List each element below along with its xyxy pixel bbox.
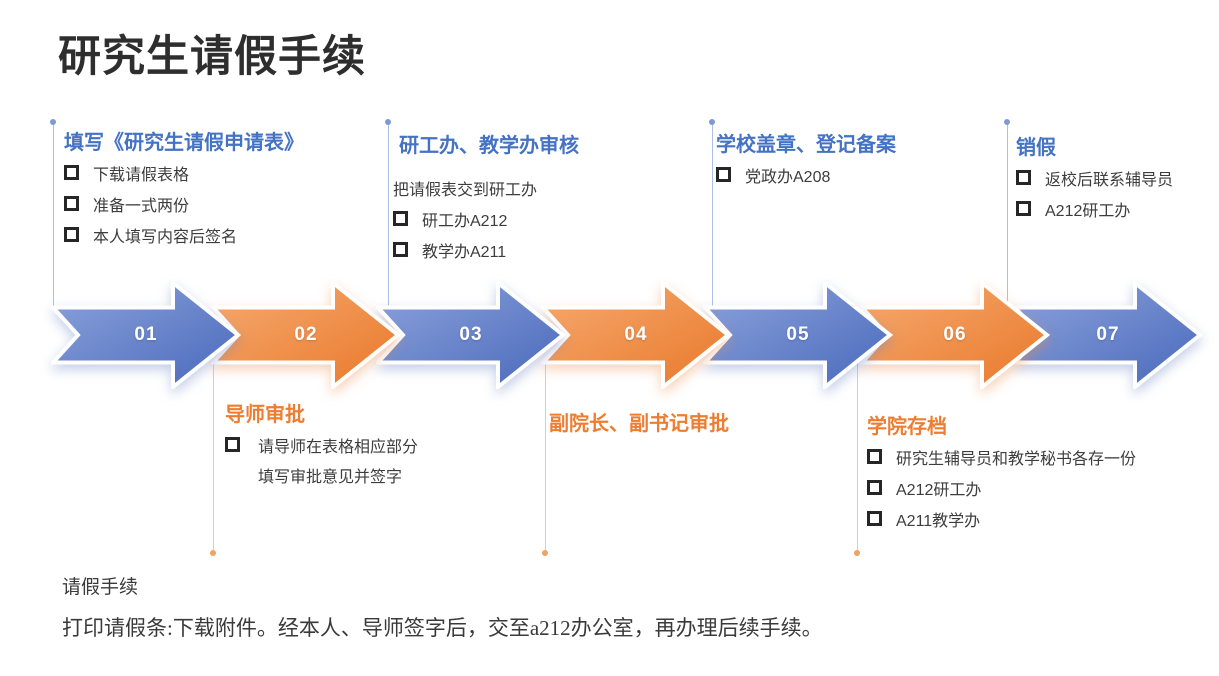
list-item-label: A211教学办	[896, 512, 981, 530]
arrow-shape	[51, 281, 241, 389]
connector-line-step7	[1007, 122, 1008, 308]
list-item-label: 教学办A211	[422, 243, 507, 261]
step-block-1: 填写《研究生请假申请表》 下载请假表格 准备一式两份 本人填写内容后签名	[64, 130, 304, 250]
square-bullet-icon	[64, 165, 79, 180]
step-block-4: 副院长、副书记审批	[549, 411, 729, 438]
list-item: 研工办A212	[393, 203, 579, 234]
square-bullet-icon	[393, 211, 408, 226]
step7-heading: 销假	[1016, 137, 1056, 159]
square-bullet-icon	[64, 227, 79, 242]
step2-list: 请导师在表格相应部分	[225, 429, 418, 460]
list-item-label: A212研工办	[896, 481, 982, 499]
connector-dot-step1	[50, 119, 56, 125]
process-arrow-1: 01	[51, 281, 241, 389]
square-bullet-icon	[867, 511, 882, 526]
step5-heading: 学校盖章、登记备案	[716, 134, 896, 156]
list-item-label: 下载请假表格	[93, 166, 190, 184]
arrow-shape	[376, 281, 566, 389]
list-item-label: 请导师在表格相应部分	[258, 438, 419, 456]
process-arrow-4: 04	[541, 281, 731, 389]
square-bullet-icon	[867, 449, 882, 464]
connector-dot-step4	[542, 550, 548, 556]
connector-line-step3	[388, 122, 389, 308]
connector-dot-step5	[709, 119, 715, 125]
step4-heading: 副院长、副书记审批	[549, 413, 729, 435]
step6-list: 研究生辅导员和教学秘书各存一份 A212研工办 A211教学办	[867, 441, 1136, 534]
list-item: 党政办A208	[716, 159, 896, 190]
list-item: A212研工办	[867, 472, 1136, 503]
connector-dot-step2	[210, 550, 216, 556]
square-bullet-icon	[1016, 201, 1031, 216]
connector-line-step4	[545, 363, 546, 553]
list-item: 本人填写内容后签名	[64, 219, 304, 250]
footer-note-title: 请假手续	[62, 577, 139, 598]
step-number: 06	[943, 324, 967, 345]
step3-heading: 研工办、教学办审核	[399, 135, 579, 157]
list-item-label: 准备一式两份	[93, 197, 190, 215]
process-arrow-5: 05	[703, 281, 893, 389]
square-bullet-icon	[867, 480, 882, 495]
step-block-6: 学院存档 研究生辅导员和教学秘书各存一份 A212研工办 A211教学办	[867, 414, 1136, 534]
step-number: 01	[134, 324, 158, 345]
list-item: 准备一式两份	[64, 188, 304, 219]
footer-note-detail: 打印请假条:下载附件。经本人、导师签字后，交至a212办公室，再办理后续手续。	[62, 616, 823, 640]
step5-list: 党政办A208	[716, 159, 896, 190]
step-number: 03	[459, 324, 483, 345]
step-number: 05	[786, 324, 810, 345]
step-number: 02	[294, 324, 318, 345]
list-item: 研究生辅导员和教学秘书各存一份	[867, 441, 1136, 472]
step-number: 04	[624, 324, 648, 345]
connector-line-step1	[53, 122, 54, 308]
step-block-7: 销假 返校后联系辅导员 A212研工办	[1016, 135, 1173, 224]
step1-list: 下载请假表格 准备一式两份 本人填写内容后签名	[64, 157, 304, 250]
process-arrow-3: 03	[376, 281, 566, 389]
arrow-shape	[703, 281, 893, 389]
connector-line-step6	[857, 363, 858, 553]
connector-line-step2	[213, 363, 214, 553]
list-item-label: 本人填写内容后签名	[93, 228, 238, 246]
page-title: 研究生请假手续	[58, 33, 366, 81]
square-bullet-icon	[393, 242, 408, 257]
list-item: 教学办A211	[393, 234, 579, 265]
list-item-label: 返校后联系辅导员	[1045, 171, 1174, 189]
list-item: 请导师在表格相应部分	[225, 429, 418, 460]
list-item: A212研工办	[1016, 193, 1173, 224]
step1-heading: 填写《研究生请假申请表》	[64, 132, 304, 154]
list-item: A211教学办	[867, 503, 1136, 534]
connector-dot-step6	[854, 550, 860, 556]
square-bullet-icon	[64, 196, 79, 211]
step-number: 07	[1096, 324, 1120, 345]
list-item-label: 研究生辅导员和教学秘书各存一份	[896, 450, 1137, 468]
step2-heading: 导师审批	[225, 404, 305, 426]
list-item: 返校后联系辅导员	[1016, 162, 1173, 193]
list-item-label: 党政办A208	[745, 168, 831, 186]
square-bullet-icon	[1016, 170, 1031, 185]
square-bullet-icon	[716, 167, 731, 182]
step6-heading: 学院存档	[867, 416, 947, 438]
step3-intro: 把请假表交到研工办	[393, 182, 538, 199]
connector-dot-step3	[385, 119, 391, 125]
step-block-5: 学校盖章、登记备案 党政办A208	[716, 132, 896, 190]
square-bullet-icon	[225, 437, 240, 452]
step-block-2: 导师审批 请导师在表格相应部分 填写审批意见并签字	[225, 402, 418, 489]
connector-dot-step7	[1004, 119, 1010, 125]
list-item-label: 研工办A212	[422, 212, 508, 230]
step3-list: 研工办A212 教学办A211	[393, 203, 579, 265]
list-item-label: A212研工办	[1045, 202, 1131, 220]
arrow-shape	[541, 281, 731, 389]
step7-list: 返校后联系辅导员 A212研工办	[1016, 162, 1173, 224]
step2-continuation: 填写审批意见并签字	[258, 468, 403, 486]
connector-line-step5	[712, 122, 713, 308]
list-item: 下载请假表格	[64, 157, 304, 188]
step-block-3: 研工办、教学办审核 把请假表交到研工办 研工办A212 教学办A211	[393, 133, 579, 265]
